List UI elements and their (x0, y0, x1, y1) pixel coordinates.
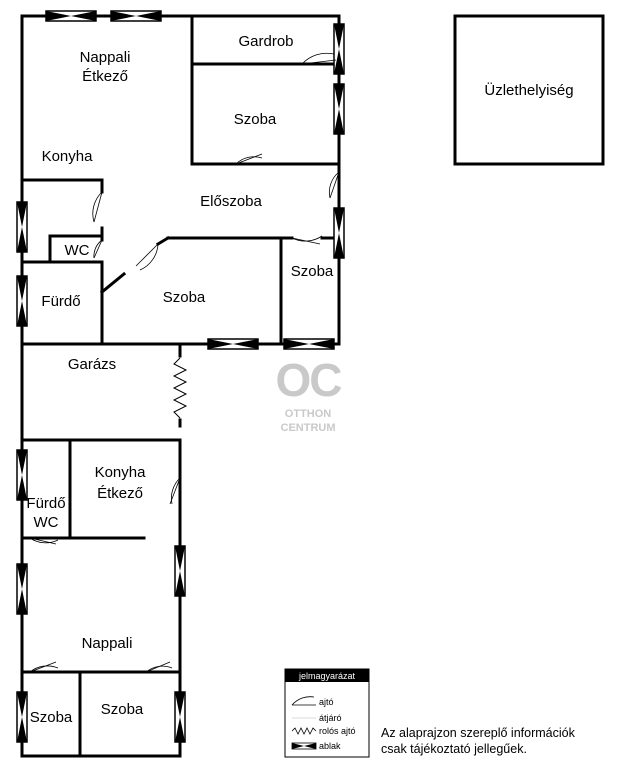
roller-door-symbol-icon (291, 727, 317, 735)
label-konyha-etkezo-2: Étkező (97, 485, 143, 502)
disclaimer-line2: csak tájékoztató jellegűek. (381, 742, 527, 756)
label-nappali-etkezo-2: Étkező (82, 68, 128, 85)
label-szoba-bottom-left: Szoba (30, 709, 73, 726)
label-szoba-bottom-right: Szoba (101, 701, 144, 718)
watermark-logo: OC OTTHON CENTRUM (276, 354, 344, 434)
door-symbol-icon (291, 696, 316, 706)
label-eloszoba: Előszoba (200, 193, 262, 210)
legend: jelmagyarázat ajtó átjáró rolós ajtó abl… (284, 668, 370, 758)
label-szoba-middle: Szoba (163, 289, 206, 306)
doors (29, 52, 340, 673)
label-nappali-lower: Nappali (82, 635, 133, 652)
watermark-oc: OC (276, 354, 342, 406)
label-furdo-wc-2: WC (34, 514, 59, 531)
label-szoba-upper: Szoba (234, 111, 277, 128)
roller-door (172, 357, 188, 419)
legend-passage: átjáró (319, 713, 342, 723)
window-symbol-icon (291, 742, 317, 750)
watermark-line1: OTTHON (285, 408, 331, 420)
label-konyha: Konyha (42, 148, 94, 165)
watermark-line2: CENTRUM (281, 422, 336, 434)
room-labels: Nappali Étkező Gardrob Szoba Konyha Elős… (26, 33, 573, 726)
label-uzlethelyiseg: Üzlethelyiség (484, 81, 573, 99)
lower-unit-walls (20, 342, 182, 758)
label-furdo: Fürdő (41, 293, 80, 310)
legend-door: ajtó (319, 697, 334, 707)
label-garazs: Garázs (68, 356, 116, 373)
legend-roller-door: rolós ajtó (319, 726, 356, 736)
legend-title: jelmagyarázat (298, 671, 356, 681)
shop-outline (453, 14, 605, 166)
label-furdo-wc-1: Fürdő (26, 495, 65, 512)
legend-window: ablak (319, 741, 341, 751)
disclaimer-line1: Az alaprajzon szereplő információk (381, 726, 576, 740)
label-szoba-small-right: Szoba (291, 263, 334, 280)
label-konyha-etkezo-1: Konyha (95, 464, 147, 481)
label-gardrob: Gardrob (238, 33, 293, 50)
label-nappali-etkezo-1: Nappali (80, 49, 131, 66)
legend-header (285, 669, 369, 682)
label-wc: WC (65, 242, 90, 259)
